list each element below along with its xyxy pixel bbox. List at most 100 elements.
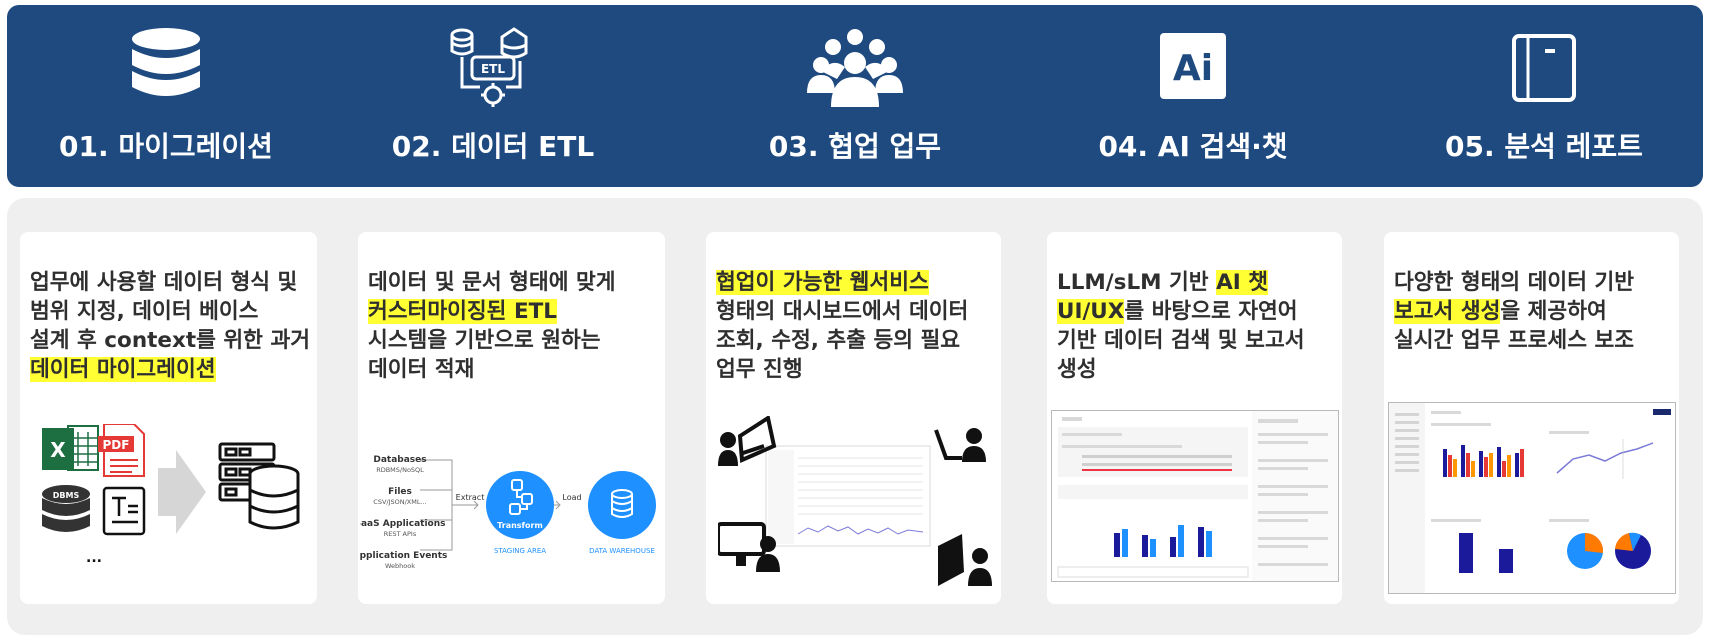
etl-source-sub: CSV/JSON/XML... xyxy=(373,498,426,506)
banner-item-etl: ETL 02. 데이터 ETL xyxy=(363,5,623,187)
card-text-line: 범위 지정, 데이터 베이스 xyxy=(30,297,309,326)
arrow-right-icon xyxy=(158,450,206,534)
card-text-line: 업무에 사용할 데이터 형식 및 xyxy=(30,268,309,297)
person-with-tablet-icon xyxy=(938,534,992,586)
card-text-line: 다양한 형태의 데이터 기반 xyxy=(1394,268,1671,297)
report-dashboard-screenshot xyxy=(1388,402,1676,594)
transform-icon xyxy=(509,479,533,515)
report-bar-chart xyxy=(1443,445,1524,477)
excel-file-icon: X xyxy=(42,425,99,471)
report-bar xyxy=(1499,549,1513,573)
highlighted-text: 데이터 마이그레이션 xyxy=(30,357,216,382)
dbms-icon: DBMS xyxy=(42,485,90,532)
card-text-line: 시스템을 기반으로 원하는 xyxy=(368,326,657,355)
highlighted-text: UI/UX xyxy=(1057,299,1125,324)
banner-item-label: 01. 마이그레이션 xyxy=(59,130,273,163)
svg-text:DBMS: DBMS xyxy=(53,491,80,500)
card-text-line: 협업이 가능한 웹서비스 xyxy=(716,268,993,297)
card-text-line: 보고서 생성을 제공하여 xyxy=(1394,297,1671,326)
card-text-line: 조회, 수정, 추출 등의 필요 xyxy=(716,326,993,355)
card-text: 조회, 수정, 추출 등의 필요 xyxy=(716,328,961,353)
card-text-line: 형태의 대시보드에서 데이터 xyxy=(716,297,993,326)
banner-item-migration: 01. 마이그레이션 xyxy=(36,5,296,187)
card-text: 기반 데이터 검색 및 보고서 xyxy=(1057,328,1305,353)
etl-flow-diagram: Databases RDBMS/NoSQL Files CSV/JSON/XML… xyxy=(360,455,656,570)
banner-item-collab: 03. 협업 업무 xyxy=(725,5,985,187)
highlighted-text: 커스터마이징된 ETL xyxy=(368,299,557,324)
etl-source-name: SaaS Applications xyxy=(360,519,446,529)
highlighted-text: 보고서 생성 xyxy=(1394,299,1501,324)
report-pie-chart-1 xyxy=(1567,532,1604,569)
transform-label: Transform xyxy=(497,521,543,530)
person-with-presentation-icon xyxy=(718,416,777,466)
svg-text:PDF: PDF xyxy=(103,438,130,452)
card-text: 시스템을 기반으로 원하는 xyxy=(368,328,601,353)
card-text-line: 데이터 및 문서 형태에 맞게 xyxy=(368,268,657,297)
card-text-line: UI/UX를 바탕으로 자연어 xyxy=(1057,297,1334,326)
card-text: 설계 후 context를 위한 과거 xyxy=(30,328,311,353)
card-text-line: 업무 진행 xyxy=(716,355,993,384)
card-text-line: 커스터마이징된 ETL xyxy=(368,297,657,326)
banner-item-label: 02. 데이터 ETL xyxy=(391,130,595,163)
person-at-monitor-icon xyxy=(718,522,780,572)
etl-source-sub: RDBMS/NoSQL xyxy=(376,466,424,474)
team-group-icon xyxy=(807,29,903,107)
card-text: 업무 진행 xyxy=(716,357,803,382)
report-bar xyxy=(1459,533,1473,573)
card-text: 데이터 적재 xyxy=(368,357,475,382)
more-sources-ellipsis: ... xyxy=(86,550,102,566)
card-text: 데이터 및 문서 형태에 맞게 xyxy=(368,270,616,295)
pdf-file-icon: PDF xyxy=(98,424,145,477)
card-text-line: LLM/sLM 기반 AI 챗 xyxy=(1057,268,1334,297)
etl-source-sub: Webhook xyxy=(385,562,415,570)
card-text: 업무에 사용할 데이터 형식 및 xyxy=(30,270,298,295)
etl-load-label: Load xyxy=(562,493,581,502)
banner-item-label: 03. 협업 업무 xyxy=(768,130,942,163)
card-text: 범위 지정, 데이터 베이스 xyxy=(30,299,259,324)
person-with-laptop-icon xyxy=(934,428,986,462)
warehouse-db-icon xyxy=(611,489,633,518)
migration-illustration: X PDF DBMS ... xyxy=(42,424,300,566)
data-warehouse-label: DATA WAREHOUSE xyxy=(589,547,655,555)
card-text: 생성 xyxy=(1057,357,1097,382)
card-text-line: 설계 후 context를 위한 과거 xyxy=(30,326,311,355)
etl-source-sub: REST APIs xyxy=(384,530,417,538)
ai-chat-screenshot xyxy=(1051,410,1339,582)
card-text-line: 데이터 마이그레이션 xyxy=(30,355,309,384)
card-text: 형태의 대시보드에서 데이터 xyxy=(716,299,969,324)
highlighted-text: AI 챗 xyxy=(1216,270,1268,295)
card-text-line: 실시간 업무 프로세스 보조 xyxy=(1394,326,1671,355)
card-text: 을 제공하여 xyxy=(1500,299,1607,324)
staging-area-label: STAGING AREA xyxy=(494,547,546,555)
banner-item-report: 05. 분석 레포트 xyxy=(1414,5,1674,187)
card-text: 실시간 업무 프로세스 보조 xyxy=(1394,328,1635,353)
card-text-line: 기반 데이터 검색 및 보고서 xyxy=(1057,326,1334,355)
ai-chat-bar-chart xyxy=(1114,525,1212,557)
etl-source-name: Files xyxy=(388,487,412,497)
database-icon xyxy=(132,28,200,96)
etl-source-name: Databases xyxy=(373,455,426,465)
svg-text:Ai: Ai xyxy=(1173,48,1213,89)
banner-item-label: 04. AI 검색·챗 xyxy=(1098,130,1288,163)
feature-banner: 01. 마이그레이션 ETL 02. 데이터 ETL xyxy=(7,5,1703,187)
server-database-icon xyxy=(218,442,300,530)
report-line-chart xyxy=(1556,442,1654,474)
collaboration-illustration xyxy=(718,416,992,586)
card-text: LLM/sLM 기반 xyxy=(1057,270,1217,295)
report-pie-chart-2 xyxy=(1615,532,1651,569)
etl-extract-label: Extract xyxy=(456,493,485,502)
svg-text:ETL: ETL xyxy=(481,62,505,76)
card-text-line: 생성 xyxy=(1057,355,1334,384)
card-text: 를 바탕으로 자연어 xyxy=(1124,299,1298,324)
card-text-line: 데이터 적재 xyxy=(368,355,657,384)
